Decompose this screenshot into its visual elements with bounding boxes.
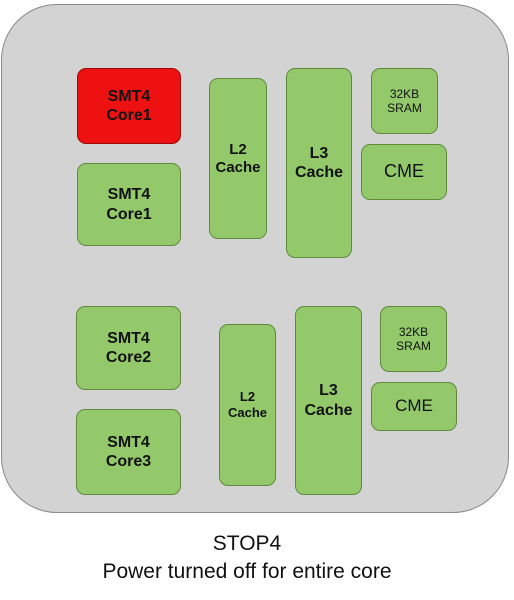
core3-block: SMT4 Core3 [76,409,181,495]
core2-block: SMT4 Core2 [76,306,181,390]
cme-bottom-block: CME [371,382,457,431]
sram-bottom-block: 32KB SRAM [380,306,447,372]
l3-cache-top-block: L3 Cache [286,68,352,258]
l2-cache-bottom-block: L2 Cache [219,324,276,486]
diagram-subtitle: Power turned off for entire core [102,560,392,583]
core1-block: SMT4 Core1 [77,163,181,246]
diagram-title: STOP4 [212,532,282,555]
cme-top-block: CME [361,144,447,200]
l3-cache-bottom-block: L3 Cache [295,306,362,495]
sram-top-block: 32KB SRAM [371,68,438,134]
l2-cache-top-block: L2 Cache [209,78,267,239]
core1-powered-off-block: SMT4 Core1 [77,68,181,144]
